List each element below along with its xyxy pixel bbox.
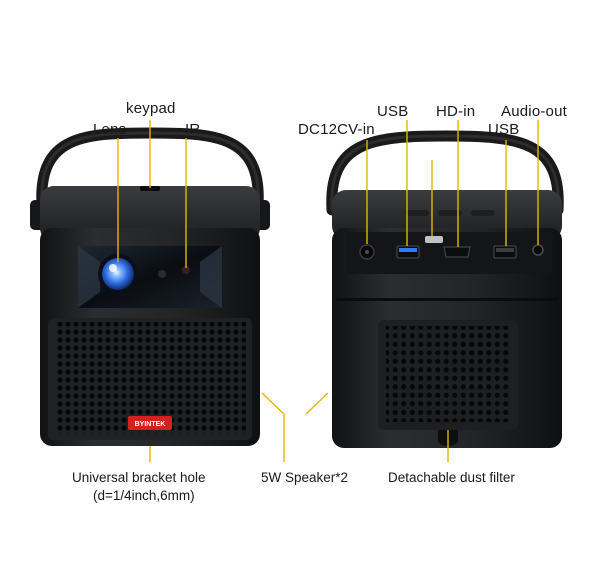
dc-in-label: DC12CV-in bbox=[298, 121, 375, 138]
back-projector bbox=[326, 130, 564, 448]
usb-label-top: USB bbox=[377, 103, 409, 120]
svg-text:BYINTEK: BYINTEK bbox=[135, 421, 166, 428]
keypad-button bbox=[438, 210, 462, 216]
toggle-switch bbox=[425, 236, 443, 243]
bracket-hole-size: (d=1/4inch,6mm) bbox=[93, 488, 195, 503]
front-speaker-grille bbox=[56, 322, 246, 434]
audio-out-label: Audio-out bbox=[501, 103, 568, 120]
speaker-label: 5W Speaker*2 bbox=[261, 470, 349, 485]
ir-label: IR bbox=[185, 121, 201, 138]
dust-filter-label: Detachable dust filter bbox=[388, 470, 515, 485]
brand-badge bbox=[128, 416, 172, 430]
hd-in-label: HD-in bbox=[436, 103, 476, 120]
bracket-hole-label: Universal bracket hole bbox=[72, 470, 206, 485]
keypad-button bbox=[405, 210, 429, 216]
hdmi-port bbox=[443, 246, 471, 258]
keypad-slot bbox=[140, 186, 160, 191]
ir-sensor-2 bbox=[182, 266, 190, 274]
callout-lines bbox=[117, 120, 539, 462]
keypad-button bbox=[471, 210, 495, 216]
ir-sensor bbox=[158, 270, 166, 278]
usb-label-right: USB bbox=[488, 121, 520, 138]
keypad-label: keypad bbox=[126, 100, 176, 117]
lens-label: Lens bbox=[93, 121, 127, 138]
audio-port bbox=[532, 244, 544, 256]
